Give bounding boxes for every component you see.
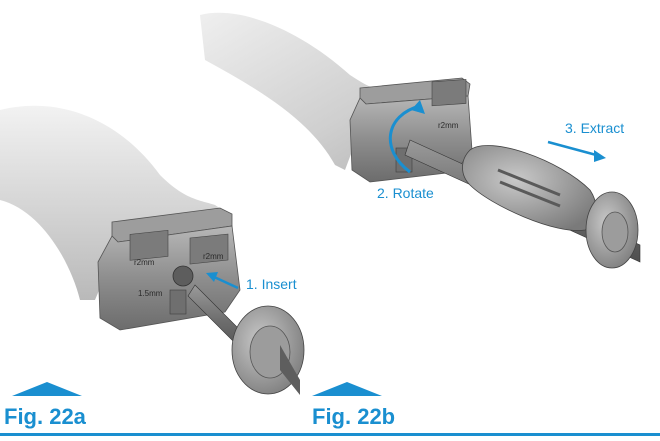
right-bone [200, 12, 470, 171]
left-handle [231, 305, 305, 395]
extract-arrow [547, 140, 606, 162]
extract-label: 3. Extract [565, 120, 625, 136]
left-block-left-engraving: r2mm [134, 258, 155, 267]
insert-label: 1. Insert [246, 276, 297, 292]
insert-arrow [206, 272, 239, 290]
fig-22b-marker [312, 382, 382, 396]
left-block-right-engraving: r2mm [203, 252, 224, 261]
left-small-engraving: 1.5mm [138, 289, 163, 298]
rotate-arrow [388, 100, 425, 174]
fig-22a-caption: Fig. 22a [4, 404, 86, 429]
left-bone [0, 105, 230, 301]
fig-22b-caption: Fig. 22b [312, 404, 396, 429]
right-handle [462, 145, 639, 269]
fig-22a-marker [12, 382, 82, 396]
bottom-rule [0, 433, 660, 436]
right-block-right-engraving: r2mm [438, 121, 459, 130]
rotate-label: 2. Rotate [377, 185, 434, 201]
